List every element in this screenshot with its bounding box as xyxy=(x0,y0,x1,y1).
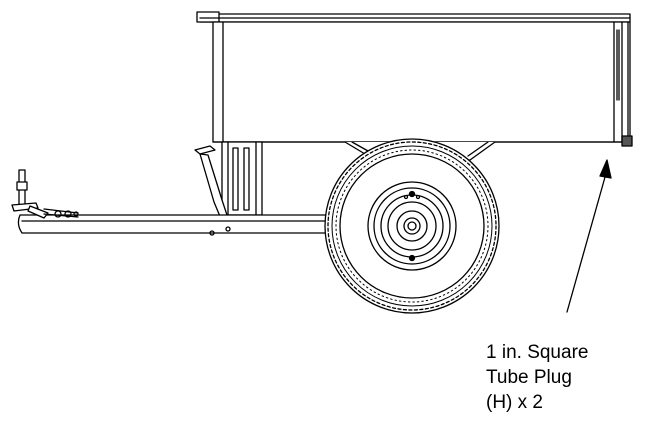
callout-line-1: 1 in. Square xyxy=(486,342,589,363)
front-support xyxy=(221,141,263,216)
wheel xyxy=(324,138,500,314)
hitch-pin xyxy=(11,169,79,219)
callout-leader xyxy=(566,159,612,313)
dump-box xyxy=(196,11,631,143)
callout-line-3: (H) x 2 xyxy=(486,392,543,413)
tongue xyxy=(17,214,341,236)
callout-line-2: Tube Plug xyxy=(486,367,572,388)
callout-label: 1 in. Square Tube Plug (H) x 2 xyxy=(486,340,646,415)
square-tube-plug xyxy=(621,135,633,147)
